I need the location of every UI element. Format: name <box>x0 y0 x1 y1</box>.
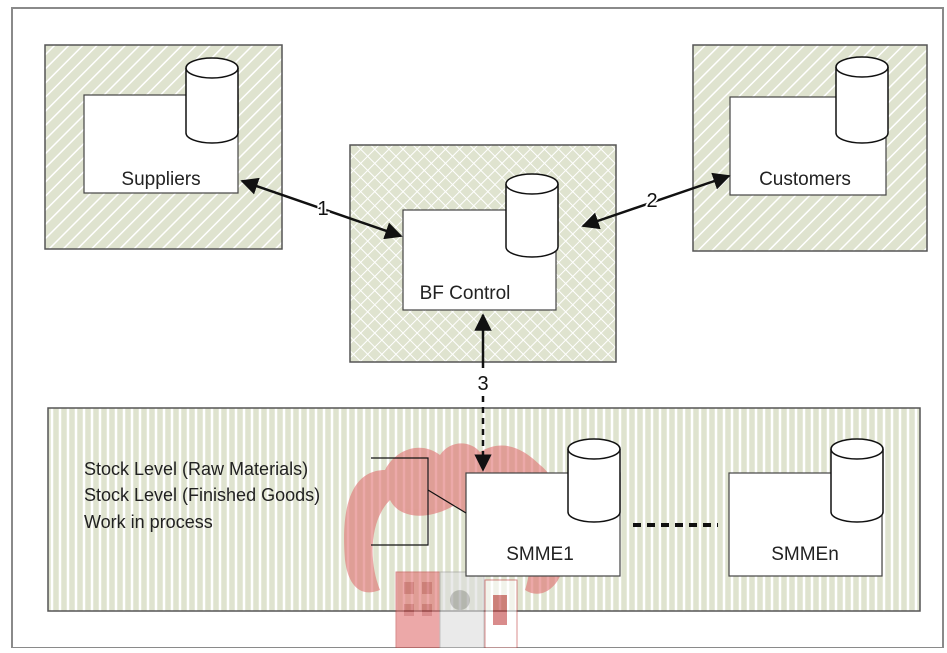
bf-control-database-icon <box>505 173 559 258</box>
stock-list-item: Stock Level (Finished Goods) <box>84 485 320 505</box>
smme1-database-icon <box>567 438 621 523</box>
suppliers-database-icon <box>185 57 239 144</box>
link-label-3: 3 <box>477 373 488 395</box>
bf-control-label: BF Control <box>420 283 511 304</box>
customers-label: Customers <box>759 169 851 190</box>
suppliers-label: Suppliers <box>121 169 200 190</box>
link-label-2: 2 <box>646 190 657 212</box>
stock-list: Stock Level (Raw Materials) Stock Level … <box>84 459 320 532</box>
smmen-database-icon <box>830 438 884 523</box>
suppliers-zone: Suppliers <box>44 44 283 250</box>
smme1-label: SMME1 <box>506 544 574 565</box>
stock-bracket <box>371 457 467 546</box>
arrow-bf-control-customers <box>581 172 731 230</box>
smmen-node: SMMEn <box>728 438 884 577</box>
stock-list-item: Work in process <box>84 512 213 532</box>
link-label-1: 1 <box>317 198 328 220</box>
customers-database-icon <box>835 56 889 144</box>
arrow-suppliers-bf-control <box>240 177 403 240</box>
stock-list-item: Stock Level (Raw Materials) <box>84 459 308 479</box>
smmen-label: SMMEn <box>771 544 839 565</box>
smme1-node: SMME1 <box>465 438 621 577</box>
customers-zone: Customers <box>692 44 928 252</box>
